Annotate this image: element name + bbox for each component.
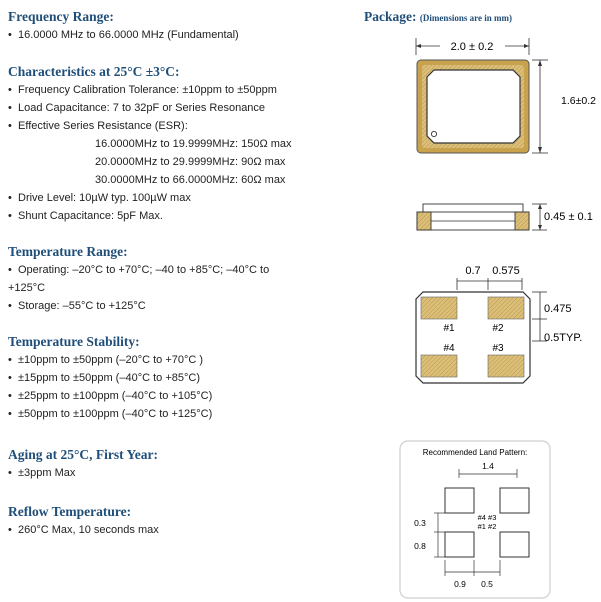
stability-item-3: •±25ppm to ±100ppm (–40°C to +105°C) <box>8 390 213 402</box>
land-pattern: Recommended Land Pattern: 1.4 #4 #3 #1 #… <box>399 440 551 599</box>
pad-label-3: #3 <box>492 343 504 354</box>
land-label-top: #4 #3 <box>478 513 497 522</box>
land-dim-08: 0.8 <box>414 541 426 551</box>
temp-range-heading: Temperature Range: <box>8 244 128 259</box>
land-dim-top: 1.4 <box>482 461 494 471</box>
aging-item: •±3ppm Max <box>8 467 76 479</box>
aging-heading: Aging at 25°C, First Year: <box>8 447 158 462</box>
temp-operating-cont: +125°C <box>8 282 46 294</box>
stability-item-2: •±15ppm to ±50ppm (–40°C to +85°C) <box>8 372 200 384</box>
pad-label-1: #1 <box>443 323 455 334</box>
land-label-bottom: #1 #2 <box>478 522 497 531</box>
char-item-1: •Frequency Calibration Tolerance: ±10ppm… <box>8 84 277 96</box>
char-item-4: •Drive Level: 10µW typ. 100µW max <box>8 192 191 204</box>
pad-label-4: #4 <box>443 343 455 354</box>
thickness-dimension: 0.45 ± 0.1 <box>544 211 593 223</box>
land-dim-03: 0.3 <box>414 518 426 528</box>
package-bottom-view: 0.7 0.575 #1 #2 #4 #3 0.475 0.5TYP. <box>415 265 582 384</box>
height-dimension: 1.6±0.2 <box>561 95 596 107</box>
esr-line-2: 20.0000MHz to 29.9999MHz: 90Ω max <box>95 156 286 168</box>
pad-label-2: #2 <box>492 323 504 334</box>
frequency-item: •16.0000 MHz to 66.0000 MHz (Fundamental… <box>8 29 239 41</box>
land-pattern-title: Recommended Land Pattern: <box>423 448 528 457</box>
char-item-5: •Shunt Capacitance: 5pF Max. <box>8 210 163 222</box>
esr-line-3: 30.0000MHz to 66.0000MHz: 60Ω max <box>95 174 286 186</box>
stability-heading: Temperature Stability: <box>8 334 140 349</box>
char-item-3: •Effective Series Resistance (ESR): <box>8 120 188 132</box>
package-subtitle: (Dimensions are in mm) <box>419 13 512 23</box>
pad-dimension-a: 0.7 <box>465 265 480 277</box>
temp-storage: •Storage: –55°C to +125°C <box>8 300 146 312</box>
width-dimension: 2.0 ± 0.2 <box>451 41 494 53</box>
frequency-heading: Frequency Range: <box>8 9 114 24</box>
package-top-view: 2.0 ± 0.2 1.6±0.2 <box>415 38 596 154</box>
stability-item-4: •±50ppm to ±100ppm (–40°C to +125°C) <box>8 408 213 420</box>
land-dim-05: 0.5 <box>481 579 493 589</box>
char-item-2: •Load Capacitance: 7 to 32pF or Series R… <box>8 102 266 114</box>
pad-dimension-d: 0.5TYP. <box>544 332 582 344</box>
reflow-heading: Reflow Temperature: <box>8 504 132 519</box>
pin1-marker-icon <box>430 130 438 138</box>
temp-operating: •Operating: –20°C to +70°C; –40 to +85°C… <box>8 264 270 276</box>
esr-line-1: 16.0000MHz to 19.9999MHz: 150Ω max <box>95 138 292 150</box>
reflow-item: •260°C Max, 10 seconds max <box>8 524 159 536</box>
pad-4 <box>420 354 458 378</box>
land-dim-09: 0.9 <box>454 579 466 589</box>
pad-2 <box>487 296 525 320</box>
pad-1 <box>420 296 458 320</box>
pad-3 <box>487 354 525 378</box>
stability-item-1: •±10ppm to ±50ppm (–20°C to +70°C ) <box>8 354 204 366</box>
characteristics-heading: Characteristics at 25°C ±3°C: <box>8 64 180 79</box>
package-heading: Package: (Dimensions are in mm) <box>364 9 512 24</box>
pad-dimension-b: 0.575 <box>492 265 520 277</box>
package-side-view: 0.45 ± 0.1 <box>416 203 593 231</box>
pad-dimension-c: 0.475 <box>544 303 572 315</box>
